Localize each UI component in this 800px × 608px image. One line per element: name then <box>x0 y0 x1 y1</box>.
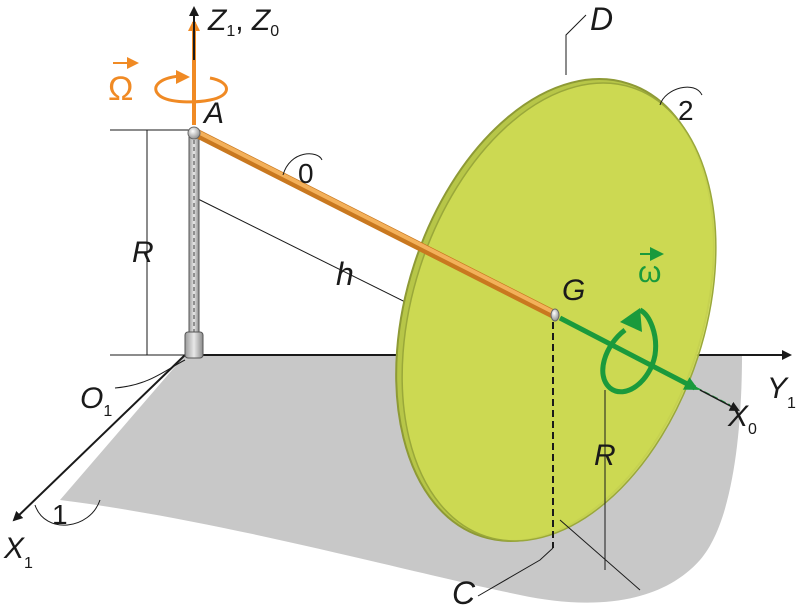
leader-lines <box>34 14 703 597</box>
z-axis-label: Z1, Z0 <box>207 4 279 40</box>
point-a-label: A <box>202 97 224 130</box>
omega-small-arrow <box>558 315 699 391</box>
omega-small-rotation <box>600 307 659 395</box>
origin-label: O1 <box>80 382 112 420</box>
r-right-label: R <box>594 439 616 472</box>
point-d-label: D <box>590 1 613 37</box>
hub-g <box>550 308 560 322</box>
omega-big-label: Ω <box>108 70 133 108</box>
omega-small-label: ω <box>638 256 661 289</box>
r-left-dimension <box>110 129 192 356</box>
y-axis-label: Y1 <box>767 372 796 412</box>
x1-axis-label: X1 <box>3 532 33 572</box>
point-c-label: C <box>452 575 476 608</box>
shaft-base <box>184 331 204 359</box>
point-g-label: G <box>562 274 585 307</box>
omega-big-rotation <box>154 74 228 104</box>
x1-axis-line <box>12 354 186 522</box>
body-0-label: 0 <box>298 158 314 189</box>
x0-axis-label: X0 <box>727 400 757 438</box>
ball-joint-a <box>187 126 201 140</box>
body-2-label: 2 <box>678 95 694 126</box>
h-label: h <box>336 256 354 292</box>
r-left-label: R <box>132 236 154 269</box>
body-1-label: 1 <box>52 499 68 530</box>
